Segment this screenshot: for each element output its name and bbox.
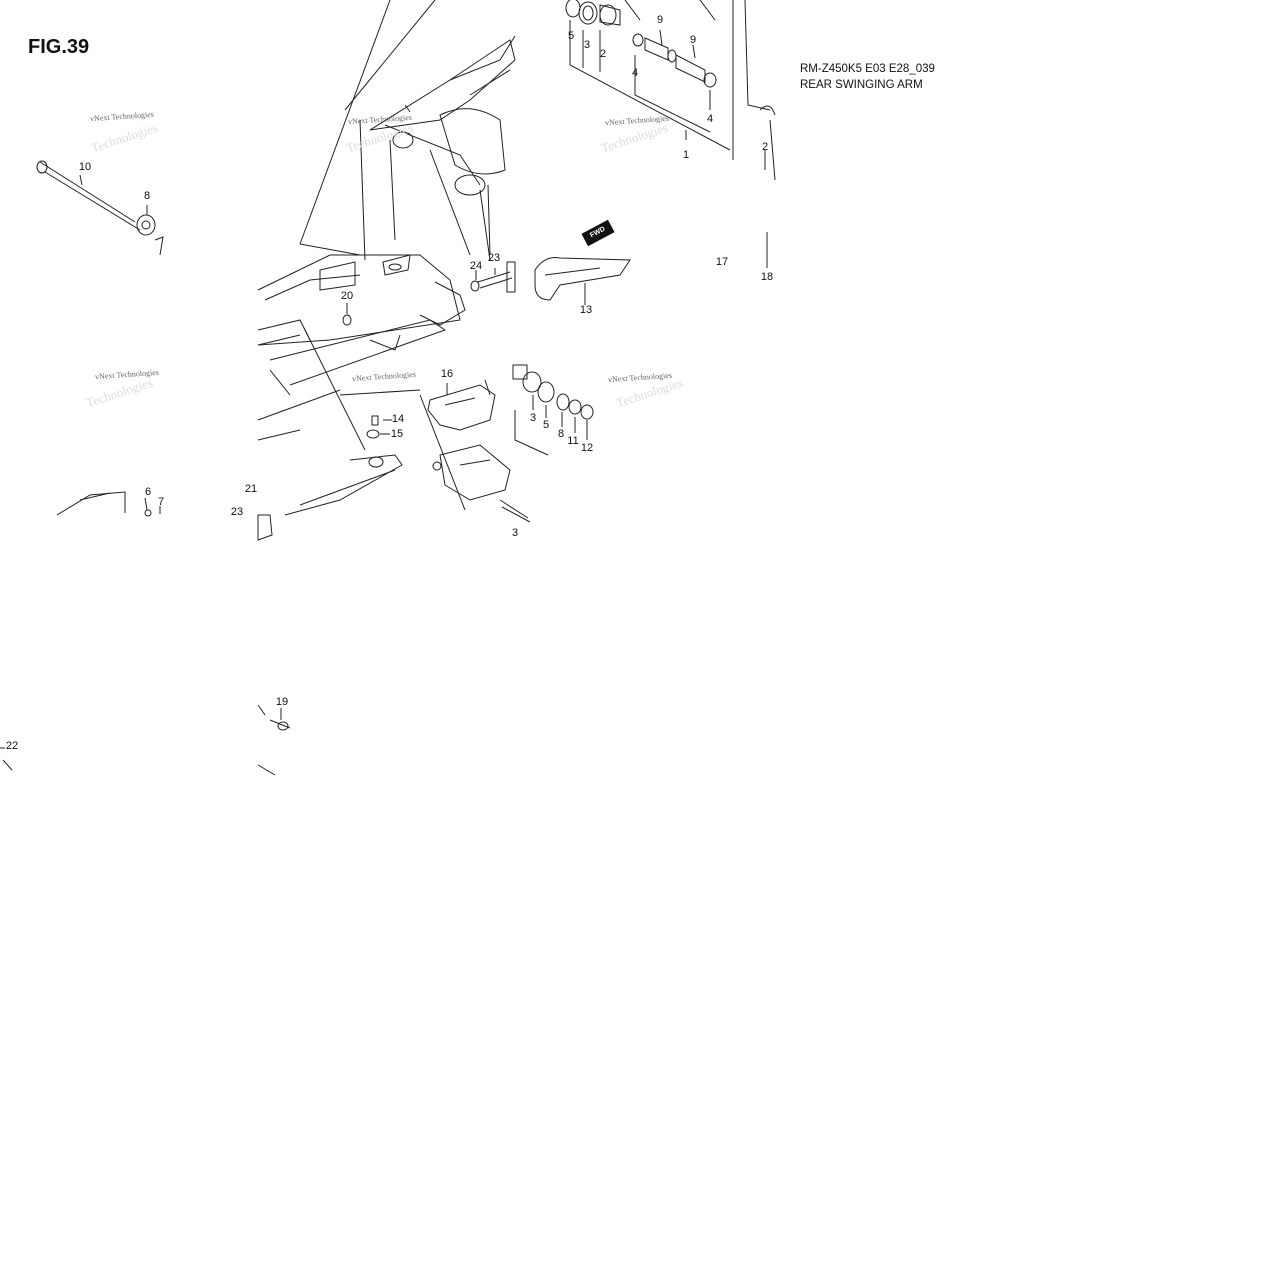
callout-8: 8 bbox=[557, 428, 565, 440]
callout-5: 5 bbox=[567, 30, 575, 42]
callout-13: 13 bbox=[579, 304, 593, 316]
callout-23: 23 bbox=[487, 252, 501, 264]
figure-label: FIG.39 bbox=[28, 36, 90, 58]
callout-2: 2 bbox=[761, 141, 769, 153]
callout-21: 21 bbox=[244, 483, 258, 495]
callout-18: 18 bbox=[760, 271, 774, 283]
callout-16: 16 bbox=[440, 368, 454, 380]
callout-24: 24 bbox=[469, 260, 483, 272]
callout-22: 22 bbox=[5, 740, 19, 752]
swing-arm-upper-art bbox=[36, 0, 776, 305]
callout-6: 6 bbox=[144, 486, 152, 498]
callout-12: 12 bbox=[580, 442, 594, 454]
swing-arm-body-art bbox=[56, 254, 594, 541]
callout-11: 11 bbox=[567, 435, 579, 447]
callout-14: 14 bbox=[391, 413, 405, 425]
diagram-title: REAR SWINGING ARM bbox=[800, 79, 923, 91]
callout-15: 15 bbox=[390, 428, 404, 440]
callout-4: 4 bbox=[631, 67, 639, 79]
model-info: RM-Z450K5 E03 E28_039 REAR SWINGING ARM bbox=[800, 61, 935, 93]
callout-3: 3 bbox=[511, 527, 519, 539]
callout-4: 4 bbox=[706, 113, 714, 125]
callout-1: 1 bbox=[682, 149, 690, 161]
callout-17: 17 bbox=[715, 256, 729, 268]
callout-3: 3 bbox=[583, 39, 591, 51]
callout-9: 9 bbox=[689, 34, 697, 46]
callout-8: 8 bbox=[143, 190, 151, 202]
callout-23: 23 bbox=[230, 506, 244, 518]
callout-2: 2 bbox=[599, 48, 607, 60]
lower-fragments-art bbox=[0, 704, 291, 776]
callout-20: 20 bbox=[340, 290, 354, 302]
callout-10: 10 bbox=[78, 161, 92, 173]
callout-5: 5 bbox=[542, 419, 550, 431]
callout-9: 9 bbox=[656, 14, 664, 26]
callout-7: 7 bbox=[157, 496, 165, 508]
model-code: RM-Z450K5 E03 E28_039 bbox=[800, 63, 935, 75]
callout-19: 19 bbox=[275, 696, 289, 708]
callout-3: 3 bbox=[529, 412, 537, 424]
